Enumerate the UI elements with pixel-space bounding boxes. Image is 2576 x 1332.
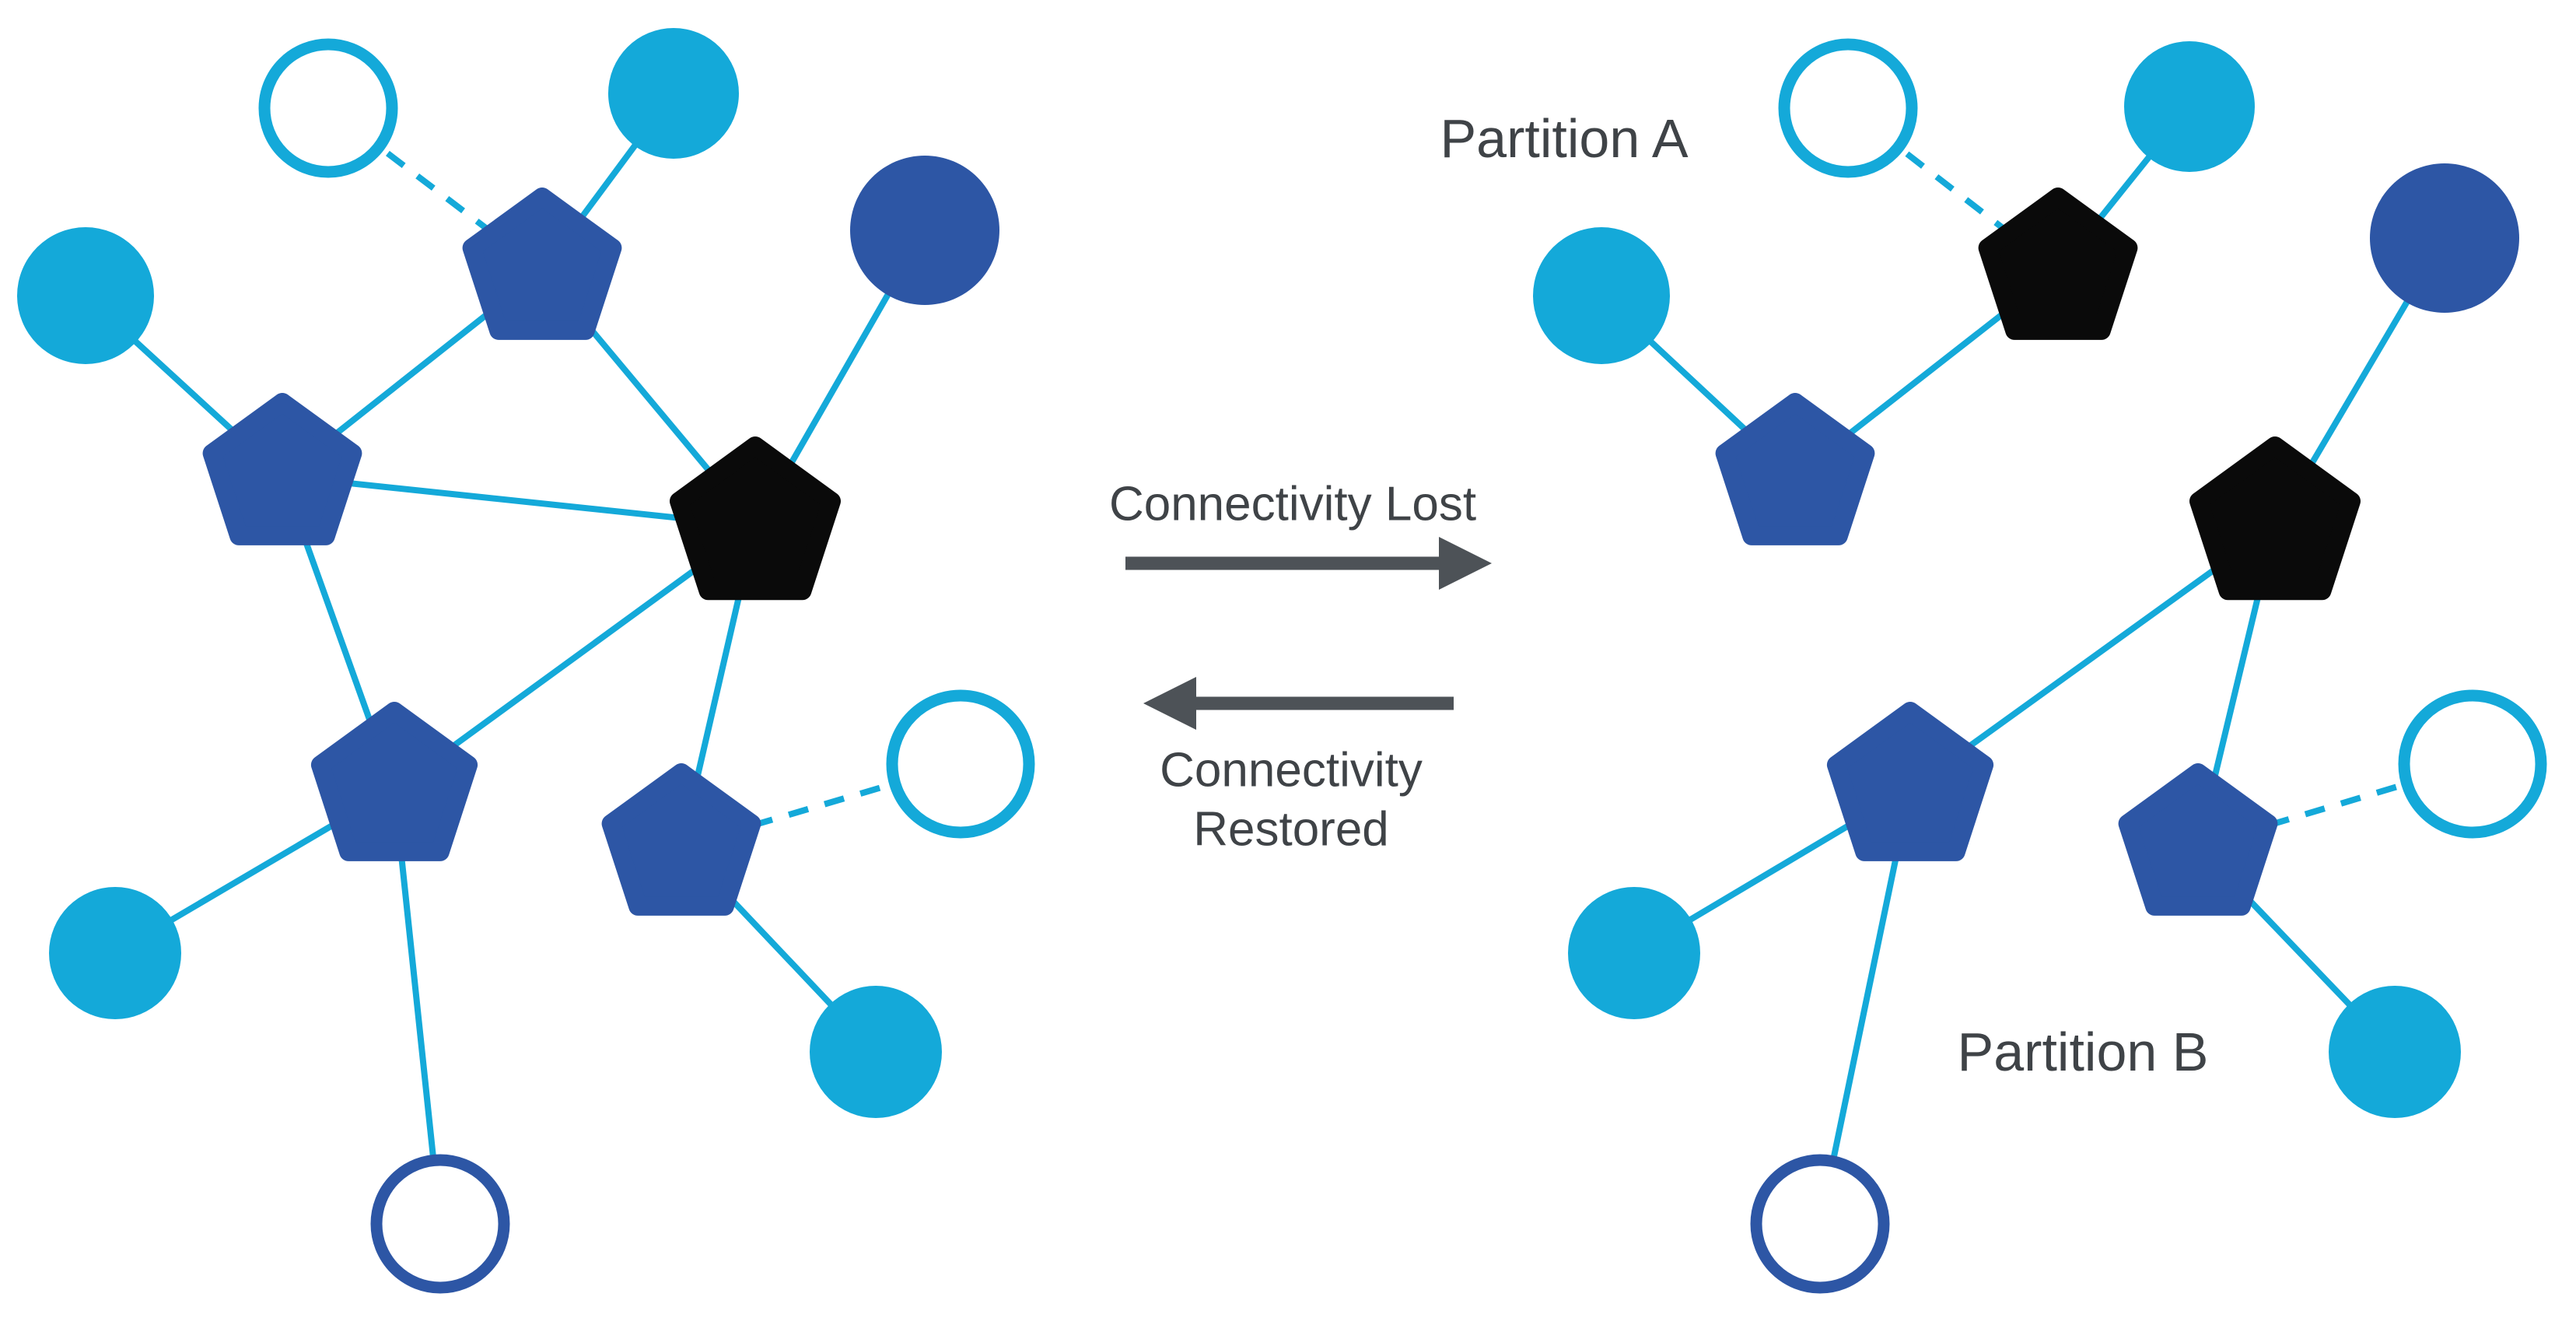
node-circle-cyan (2124, 41, 2255, 172)
node-circle-outline-cyan (1778, 38, 1918, 178)
node-circle-outline-cyan (2398, 689, 2547, 839)
node-pentagon-dark_blue (601, 763, 761, 916)
node-circle-cyan (17, 227, 154, 364)
node-circle-outline-dark_blue (370, 1154, 510, 1294)
edge-m8-m13 (1817, 788, 1913, 1225)
node-circle-cyan (608, 28, 739, 159)
node-pentagon-dark_blue (1715, 393, 1875, 545)
node-circle-outline-cyan (258, 38, 398, 178)
node-circle-cyan (1533, 227, 1670, 364)
node-pentagon-dark_blue (310, 702, 478, 861)
node-circle-outline-cyan (886, 689, 1035, 839)
connectivity-lost-label: Connectivity Lost (1108, 477, 1477, 531)
node-pentagon-black (670, 436, 841, 601)
partition-b-label: Partition B (1957, 1022, 2209, 1082)
edge-n8-n13 (391, 788, 443, 1225)
node-circle-cyan (2329, 986, 2461, 1118)
connectivity-restored-label: Connectivity Restored (1160, 741, 1423, 858)
node-pentagon-dark_blue (202, 393, 362, 545)
node-circle-cyan (1568, 887, 1700, 1019)
partition-a-label: Partition A (1440, 108, 1689, 169)
node-circle-outline-dark_blue (1750, 1154, 1890, 1294)
node-circle-dark_blue (850, 156, 999, 305)
node-pentagon-black (1978, 188, 2138, 340)
node-pentagon-black (2189, 436, 2361, 601)
node-pentagon-dark_blue (462, 188, 622, 340)
node-circle-cyan (810, 986, 942, 1118)
connectivity-lost-arrow-head (1439, 537, 1492, 590)
connectivity-restored-arrow-head (1143, 677, 1196, 730)
node-circle-cyan (49, 887, 181, 1019)
connectivity-restored-line2: Restored (1193, 802, 1389, 856)
node-pentagon-dark_blue (2118, 763, 2278, 916)
connectivity-restored-line1: Connectivity (1160, 743, 1423, 797)
node-pentagon-dark_blue (1826, 702, 1994, 861)
node-circle-dark_blue (2370, 163, 2519, 313)
